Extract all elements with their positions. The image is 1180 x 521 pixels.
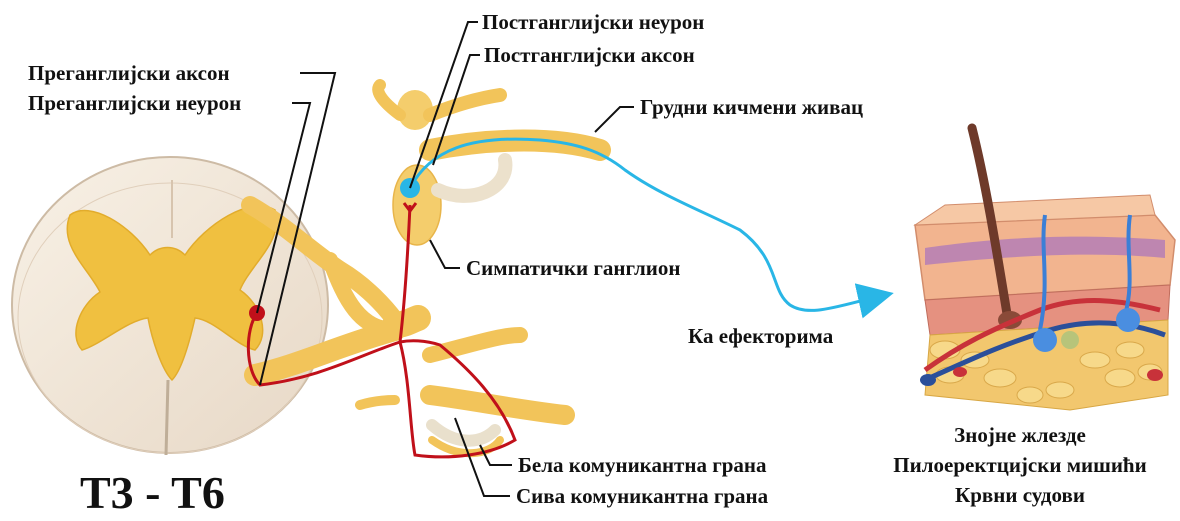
postganglionic-pathway xyxy=(400,139,885,310)
effector-sweat-glands: Знојне жлезде xyxy=(954,423,1086,447)
sympathetic-trunk xyxy=(360,85,600,515)
label-gray-ramus: Сива комуникантна грана xyxy=(516,484,769,508)
label-segment: T3 - T6 xyxy=(80,467,225,518)
label-postganglionic-axon: Постганглијски аксон xyxy=(484,43,695,67)
label-to-effectors: Ка ефекторима xyxy=(688,324,834,348)
label-white-ramus: Бела комуникантна грана xyxy=(518,453,767,477)
label-thoracic-spinal-nerve: Грудни кичмени живац xyxy=(640,95,863,119)
effector-blood-vessels: Крвни судови xyxy=(955,483,1085,507)
effector-piloerector-muscles: Пилоеректцијски мишићи xyxy=(893,453,1146,477)
skin-cross-section xyxy=(915,128,1175,410)
postganglionic-axon-path xyxy=(410,139,885,310)
spinal-cord-section xyxy=(12,157,328,455)
label-postganglionic-neuron: Постганглијски неурон xyxy=(482,10,704,34)
label-sympathetic-ganglion: Симпатички ганглион xyxy=(466,256,680,280)
label-preganglionic-axon: Преганглијски аксон xyxy=(28,61,230,85)
label-preganglionic-neuron: Преганглијски неурон xyxy=(28,91,241,115)
